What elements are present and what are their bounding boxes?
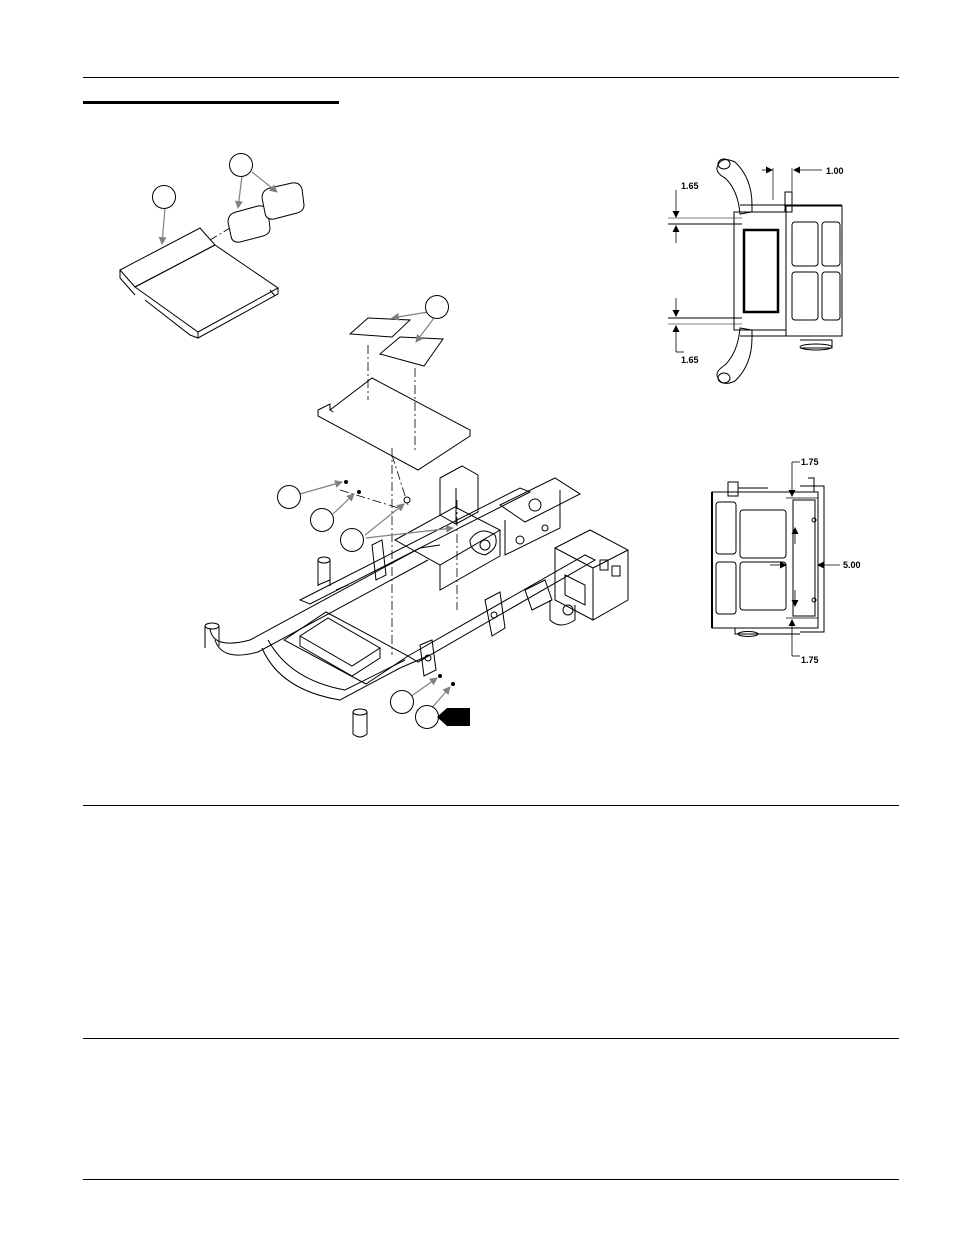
front-direction-arrow-icon	[437, 708, 470, 726]
callout-top-pads	[230, 154, 253, 177]
dim-top-gap-2: 1.65	[681, 355, 699, 365]
callout-seat-pan	[153, 186, 176, 209]
callout-lower-pads	[426, 296, 449, 319]
callout-nut-a	[391, 691, 414, 714]
callout-bracket	[341, 529, 364, 552]
hardware-screws	[344, 480, 455, 686]
dim-top-gap-1: 1.65	[681, 181, 699, 191]
dim-side-width: 5.00	[843, 560, 861, 570]
base-frame-part	[205, 466, 628, 737]
side-view-detail	[712, 478, 824, 637]
seat-plate-part	[318, 318, 470, 470]
dim-side-top: 1.75	[801, 457, 819, 467]
seat-pads-part	[228, 183, 304, 242]
callout-screw-b	[311, 509, 334, 532]
callout-screw-a	[278, 486, 301, 509]
seat-pan-part	[120, 228, 278, 338]
callout-nut-b	[416, 706, 439, 729]
dim-top-offset: 1.00	[826, 166, 844, 176]
top-view-detail	[668, 159, 842, 383]
dim-side-bottom: 1.75	[801, 655, 819, 665]
